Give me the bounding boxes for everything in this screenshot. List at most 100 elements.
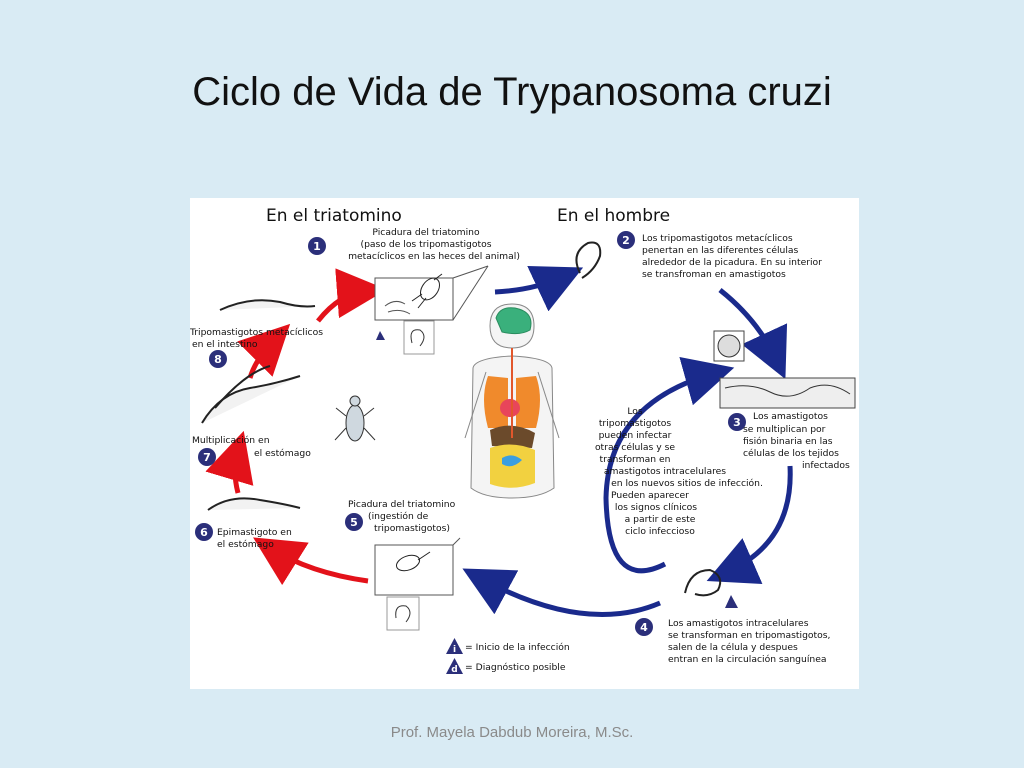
- arrow-reinfection-cycle: [603, 357, 735, 574]
- step-3-number: 3: [733, 416, 741, 429]
- note-line-6: amastigotos intracelulares: [604, 466, 726, 477]
- step-6-line-1: Epimastigoto en: [217, 527, 292, 538]
- dividing-epimastigote-icon: [201, 375, 301, 424]
- step-3-marker: [728, 413, 746, 431]
- triatomine-bug-icon: [411, 273, 443, 309]
- step-3-line-1: Los amastigotos: [753, 411, 828, 422]
- infection-start-icon: [376, 331, 385, 340]
- arrow-3-to-4: [706, 465, 793, 584]
- step-1-line-3: metacíclicos en las heces del animal): [348, 251, 520, 262]
- arrow-4-to-5: [462, 568, 661, 618]
- trypomastigote-icon: [395, 605, 411, 623]
- step-3-line-2: se multiplican por: [743, 424, 826, 435]
- legend-infection-label: = Inicio de la infección: [465, 642, 570, 653]
- step-3-line-4: células de los tejidos: [743, 448, 839, 459]
- step-5-marker: [345, 513, 363, 531]
- note-line-5: transforman en: [600, 454, 671, 465]
- ingested-trypomastigote-inset: [386, 596, 420, 631]
- note-line-4: otras células y se: [595, 442, 675, 453]
- header-vector: En el triatomino: [266, 206, 402, 226]
- step-1-line-1: Picadura del triatomino: [372, 227, 480, 238]
- note-line-11: ciclo infeccioso: [625, 526, 695, 537]
- step-7: Multiplicación en 7 el estómago: [192, 365, 311, 466]
- step-3-line-5: infectados: [802, 460, 850, 471]
- triatomine-bug-icon: [334, 395, 376, 442]
- note-line-1: Los: [627, 406, 643, 417]
- step-4-line-4: entran en la circulación sanguínea: [668, 654, 826, 665]
- header-human: En el hombre: [557, 206, 670, 226]
- legend-infection-icon: [446, 638, 463, 654]
- step-7-line-1: Multiplicación en: [192, 435, 270, 446]
- step-8-marker: [209, 350, 227, 368]
- arrow-8-to-1: [316, 268, 387, 323]
- step-8: Tripomastigotos metacíclicos en el intes…: [190, 299, 323, 368]
- lung-left-icon: [484, 376, 508, 428]
- lung-right-icon: [516, 376, 540, 428]
- trypomastigote-icon: [684, 568, 722, 597]
- step-5-line-1: Picadura del triatomino: [348, 499, 456, 510]
- trypomastigote-icon: [410, 329, 425, 347]
- step-2-number: 2: [622, 234, 630, 247]
- epimastigote-icon: [207, 497, 301, 511]
- legend-diagnosis-icon: [446, 658, 463, 674]
- human-body-icon: [464, 303, 560, 499]
- note-line-7: en los nuevos sitios de infección.: [611, 478, 763, 489]
- step-4-line-3: salen de la célula y despues: [668, 642, 798, 653]
- step-4-number: 4: [640, 621, 648, 634]
- slide-title: Ciclo de Vida de Trypanosoma cruzi: [192, 70, 832, 114]
- brain-icon: [495, 307, 532, 335]
- legend-infection-symbol: i: [453, 645, 456, 655]
- intestine-icon: [490, 444, 535, 488]
- step-1-marker: [308, 237, 326, 255]
- heart-icon: [500, 399, 520, 417]
- legend: i = Inicio de la infección d = Diagnósti…: [446, 638, 570, 675]
- note-line-2: tripomastigotos: [599, 418, 672, 429]
- arrow-2-to-3: [718, 288, 788, 380]
- step-2-line-3: alrededor de la picadura. En su interior: [642, 257, 822, 268]
- trypomastigote-icon: [575, 241, 602, 279]
- step-5: Picadura del triatomino (ingestión de tr…: [345, 499, 461, 631]
- legend-diagnosis-symbol: d: [451, 665, 457, 675]
- step-7-line-2: el estómago: [254, 448, 311, 459]
- step-6-number: 6: [200, 526, 208, 539]
- step-4-marker: [635, 618, 653, 636]
- note-line-9: los signos clínicos: [615, 502, 697, 513]
- amastigote-cell-icon: [717, 334, 741, 358]
- reinfection-note: Los tripomastigotos pueden infectar otra…: [595, 406, 763, 537]
- legend-diagnosis-label: = Diagnóstico posible: [465, 662, 566, 673]
- step-1-number: 1: [313, 240, 321, 253]
- infected-tissue-icon: [719, 377, 856, 409]
- step-2-line-1: Los tripomastigotos metacíclicos: [642, 233, 793, 244]
- step-5-number: 5: [350, 516, 358, 529]
- step-4-line-1: Los amastigotos intracelulares: [668, 618, 809, 629]
- small-intestine-icon: [502, 455, 522, 467]
- metacyclic-trypomastigote-icon: [219, 299, 316, 311]
- bite-callout-line: [452, 265, 489, 279]
- step-5-line-2: (ingestión de: [368, 511, 429, 522]
- life-cycle-svg: En el triatomino En el hombre 1 Picadura…: [190, 206, 856, 675]
- step-7-number: 7: [203, 451, 211, 464]
- step-2-line-4: se transfroman en amastigotos: [642, 269, 786, 280]
- step-6-marker: [195, 523, 213, 541]
- step-4-line-2: se transforman en tripomastigotos,: [668, 630, 831, 641]
- note-line-8: Pueden aparecer: [611, 490, 689, 501]
- step-2: 2 Los tripomastigotos metacíclicos pener…: [575, 231, 822, 280]
- life-cycle-diagram: En el triatomino En el hombre 1 Picadura…: [190, 198, 859, 689]
- step-3: 3 Los amastigotos se multiplican por fis…: [713, 330, 856, 471]
- arrow-6-to-7: [205, 430, 254, 494]
- step-4: 4 Los amastigotos intracelulares se tran…: [635, 568, 831, 665]
- arrow-5-to-6: [253, 537, 369, 586]
- step-7-marker: [198, 448, 216, 466]
- triatomine-bug-icon: [395, 551, 431, 572]
- step-8-number: 8: [214, 353, 222, 366]
- step-1: 1 Picadura del triatomino (paso de los t…: [308, 227, 520, 355]
- step-2-line-2: penertan en las diferentes células: [642, 245, 799, 256]
- step-2-marker: [617, 231, 635, 249]
- note-line-10: a partir de este: [625, 514, 696, 525]
- step-6-line-2: el estómago: [217, 539, 274, 550]
- step-6: 6 Epimastigoto en el estómago: [195, 497, 301, 550]
- arrow-1-to-2: [494, 266, 584, 312]
- step-1-line-2: (paso de los tripomastigotos: [360, 239, 491, 250]
- diagnosis-icon: [725, 595, 738, 608]
- step-8-line-2: en el intestino: [192, 339, 258, 350]
